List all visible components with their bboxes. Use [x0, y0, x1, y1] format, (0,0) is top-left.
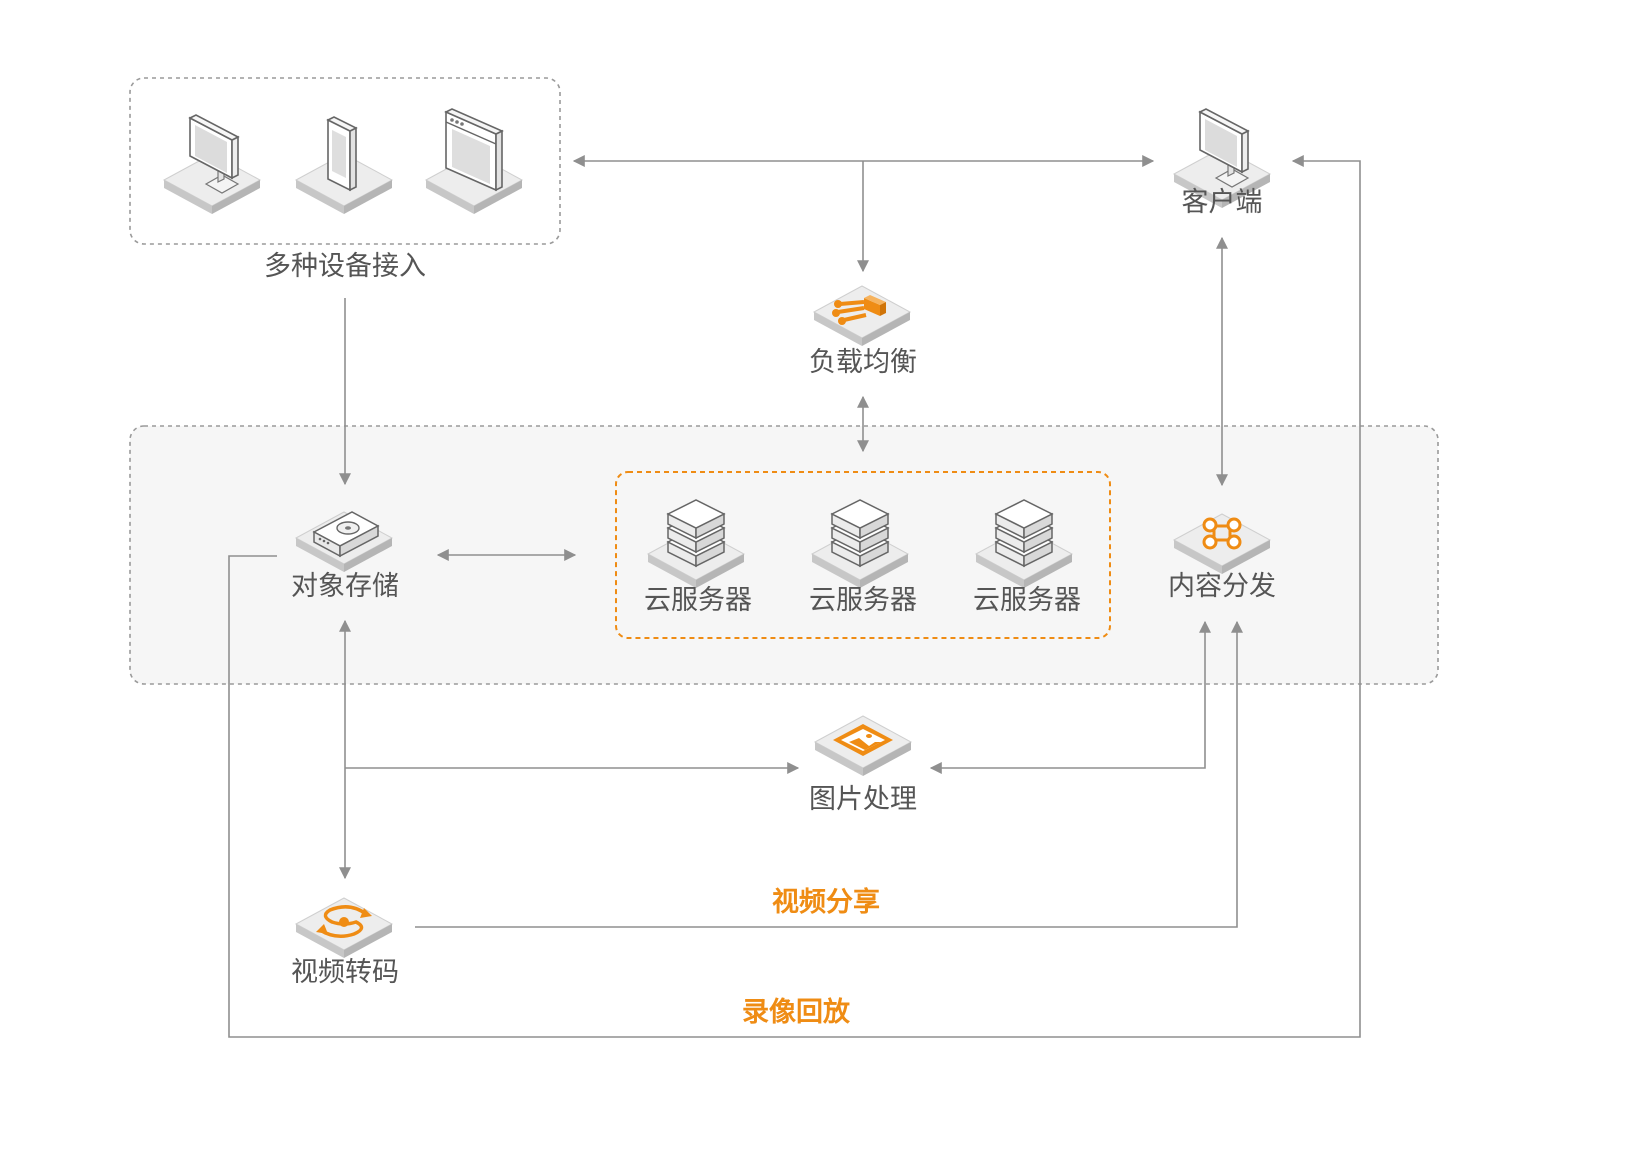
- transcode-icon: [295, 897, 393, 959]
- devices-label: 多种设备接入: [264, 251, 426, 282]
- connector-playback: [228, 155, 1361, 1038]
- object-storage-label: 对象存储: [291, 571, 399, 602]
- cloud-server-label: 云服务器: [644, 585, 752, 616]
- connector-video-share: [415, 620, 1243, 928]
- storage-disk-icon: [295, 511, 393, 573]
- server-cluster-group: [615, 471, 1111, 639]
- video-share-label: 视频分享: [772, 887, 880, 918]
- cloud-server-label: 云服务器: [809, 585, 917, 616]
- devices-group: [129, 77, 561, 245]
- cloud-server-label: 云服务器: [973, 585, 1081, 616]
- network-nodes-icon: [1173, 513, 1271, 575]
- browser-window-icon: [425, 108, 523, 215]
- load-balancer-icon: [813, 285, 911, 347]
- desktop-monitor-icon: [164, 115, 260, 214]
- mobile-phone-icon: [295, 116, 393, 215]
- image-icon: [814, 715, 912, 777]
- client-label: 客户端: [1181, 187, 1263, 218]
- server-stack-icon: [811, 499, 909, 589]
- load-balancer-label: 负载均衡: [809, 347, 917, 378]
- playback-label: 录像回放: [742, 997, 850, 1028]
- server-stack-icon: [647, 499, 745, 589]
- image-processing-label: 图片处理: [809, 784, 917, 815]
- connector-cdn-image: [929, 620, 1211, 774]
- server-stack-icon: [975, 499, 1073, 589]
- video-transcoding-label: 视频转码: [291, 957, 399, 988]
- cdn-label: 内容分发: [1168, 571, 1276, 602]
